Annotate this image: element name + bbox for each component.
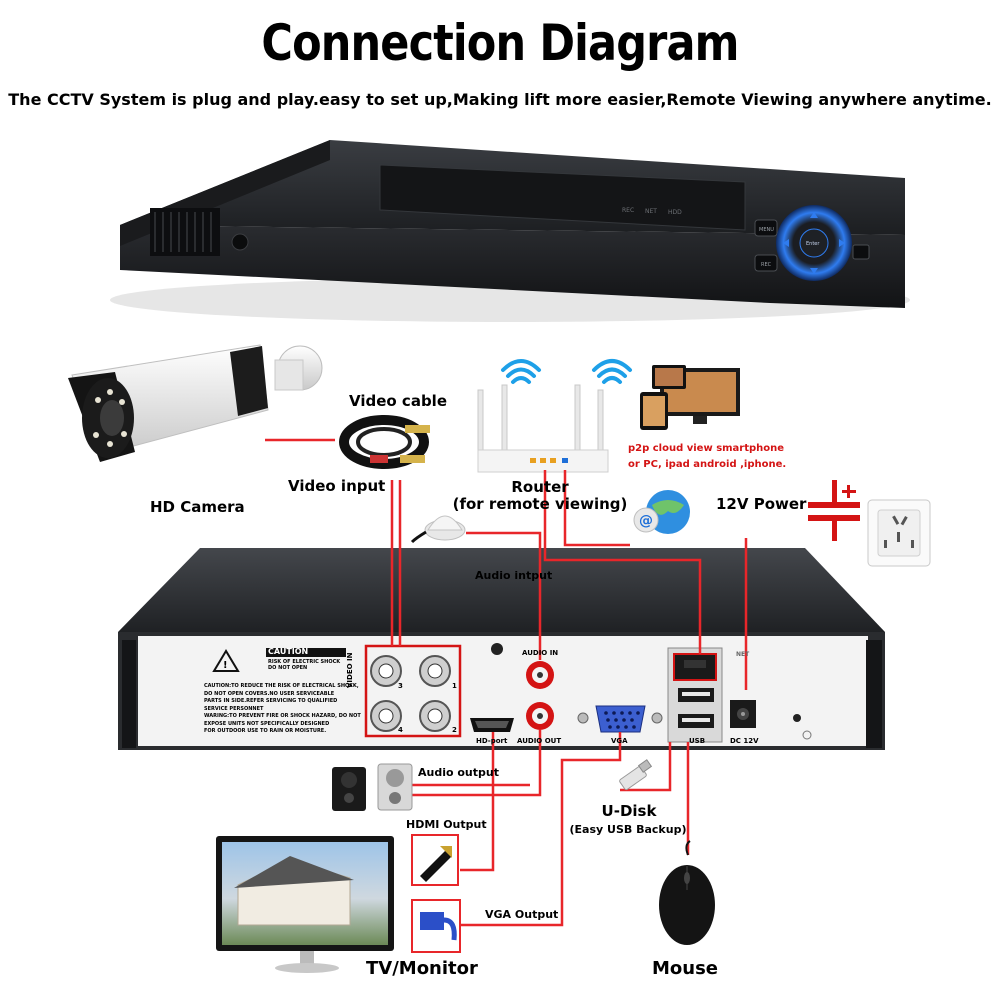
video-cable-image bbox=[339, 415, 430, 469]
label-12v-power: 12V Power bbox=[716, 495, 807, 513]
label-p2p-line1: p2p cloud view smartphone bbox=[628, 443, 785, 454]
front-rec-button-label: REC bbox=[761, 262, 772, 268]
label-tv-monitor: TV/Monitor bbox=[366, 958, 478, 979]
label-u-disk-note: (Easy USB Backup) bbox=[569, 823, 687, 836]
label-vga-port: VGA bbox=[611, 737, 628, 745]
bnc-channel-1: 1 bbox=[452, 682, 457, 690]
caution-line: EXPOSE UNITS NOT SPECIFICALLY DESIGNED bbox=[204, 720, 330, 727]
label-net-port: NET bbox=[736, 651, 750, 658]
video-in-bnc-ports bbox=[364, 644, 462, 738]
router-image bbox=[477, 359, 632, 473]
page-subtitle: The CCTV System is plug and play.easy to… bbox=[8, 90, 992, 109]
label-video-cable: Video cable bbox=[349, 392, 447, 410]
svg-text:Enter: Enter bbox=[806, 241, 820, 247]
svg-text:!: ! bbox=[223, 660, 228, 671]
dc-12v-port bbox=[730, 700, 756, 728]
label-vga-output: VGA Output bbox=[485, 908, 559, 921]
caution-title: CAUTION bbox=[268, 647, 309, 656]
audio-mic-image bbox=[410, 515, 466, 544]
hdmi-port bbox=[470, 718, 514, 732]
net-usb-ports bbox=[667, 647, 723, 743]
caution-line: DO NOT OPEN COVERS.NO USER SERVICEABLE bbox=[204, 690, 335, 697]
speakers-image bbox=[332, 763, 413, 811]
caution-sub: RISK OF ELECTRIC SHOCK DO NOT OPEN bbox=[268, 659, 341, 671]
label-audio-in-port: AUDIO IN bbox=[522, 649, 559, 657]
caution-line: WARING:TO PREVENT FIRE OR SHOCK HAZARD, … bbox=[204, 713, 361, 719]
caution-label: ! bbox=[212, 648, 346, 672]
internet-globe-icon: @ bbox=[633, 490, 690, 534]
label-audio-out-port: AUDIO OUT bbox=[517, 737, 562, 745]
label-audio-output: Audio output bbox=[418, 766, 499, 779]
label-usb-port: USB bbox=[689, 737, 706, 745]
audio-out-port bbox=[526, 702, 554, 730]
remote-devices-image bbox=[640, 365, 740, 430]
caution-line: SERVICE PERSONNET bbox=[204, 705, 264, 712]
page-title: Connection Diagram bbox=[261, 14, 739, 72]
dvr-front-unit: REC NET HDD MENU REC Enter bbox=[110, 140, 910, 322]
label-hdmi-output: HDMI Output bbox=[406, 818, 487, 831]
caution-line: CAUTION:TO REDUCE THE RISK OF ELECTRICAL… bbox=[204, 683, 359, 689]
label-hd-camera: HD Camera bbox=[150, 498, 245, 516]
hd-camera-image bbox=[68, 344, 323, 462]
caution-line: FOR OUTDOOR USE TO RAIN OR MOISTURE. bbox=[204, 728, 327, 734]
label-u-disk: U-Disk bbox=[601, 802, 657, 820]
label-dc-12v-port: DC 12V bbox=[730, 737, 759, 745]
led-hdd: HDD bbox=[668, 209, 682, 216]
svg-text:@: @ bbox=[639, 513, 653, 529]
vga-cable-image bbox=[411, 899, 461, 953]
label-p2p-line2: or PC, ipad android ,iphone. bbox=[628, 459, 787, 470]
bnc-channel-2: 2 bbox=[452, 726, 457, 734]
audio-in-port bbox=[526, 661, 554, 689]
caution-text: CAUTION:TO REDUCE THE RISK OF ELECTRICAL… bbox=[204, 683, 362, 736]
led-net: NET bbox=[645, 208, 657, 215]
wifi-icon bbox=[501, 359, 632, 384]
label-video-in-port: VIDEO IN bbox=[346, 652, 354, 688]
connection-lines bbox=[265, 438, 748, 927]
u-disk-image bbox=[619, 759, 653, 791]
front-menu-button-label: MENU bbox=[759, 227, 774, 233]
label-hd-port: HD-port bbox=[476, 737, 508, 745]
label-video-input: Video input bbox=[288, 477, 386, 495]
hdmi-cable-image bbox=[411, 834, 459, 886]
led-rec: REC bbox=[622, 207, 634, 214]
caution-line: PARTS IN SIDE.REFER SERVICING TO QUALIFI… bbox=[204, 698, 338, 704]
tv-monitor-image bbox=[216, 836, 394, 973]
mouse-image bbox=[659, 840, 715, 945]
wall-socket-image bbox=[867, 499, 931, 567]
bnc-channel-4: 4 bbox=[398, 726, 403, 734]
label-router-note: (for remote viewing) bbox=[452, 495, 628, 513]
label-mouse: Mouse bbox=[652, 958, 719, 979]
vga-port bbox=[577, 705, 663, 733]
label-audio-input: Audio intput bbox=[475, 569, 553, 582]
bnc-channel-3: 3 bbox=[398, 682, 403, 690]
label-router: Router bbox=[511, 478, 569, 496]
dc-power-symbol bbox=[808, 480, 860, 541]
